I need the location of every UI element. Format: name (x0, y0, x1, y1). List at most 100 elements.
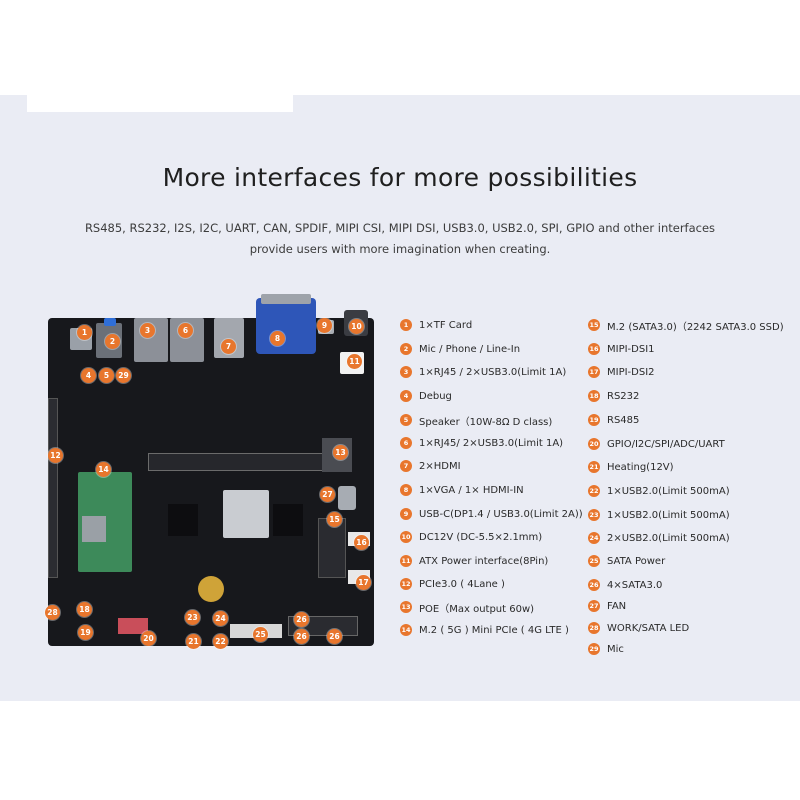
legend-item: 14 M.2 ( 5G ) Mini PCIe ( 4G LTE ) (400, 623, 569, 637)
soc-chip (223, 490, 269, 538)
memory-chip (168, 504, 198, 536)
legend-number-badge: 14 (400, 624, 412, 636)
legend-item: 13 POE（Max output 60w) (400, 600, 535, 615)
legend-number-badge: 13 (400, 601, 412, 613)
legend-number-badge: 12 (400, 578, 412, 590)
legend-number-badge: 6 (400, 437, 412, 449)
board-marker: 29 (116, 368, 131, 383)
board-marker: 10 (349, 319, 364, 334)
board-marker: 13 (333, 445, 348, 460)
board-marker: 4 (81, 368, 96, 383)
legend-label: WORK/SATA LED (607, 622, 690, 634)
legend-label: 1×VGA / 1× HDMI-IN (419, 484, 524, 496)
legend-item: 8 1×VGA / 1× HDMI-IN (400, 483, 524, 497)
mainboard-image: 1 2 3 6 7 8 9 10 4 5 29 11 12 14 13 27 1… (45, 294, 374, 649)
legend-number-badge: 27 (588, 600, 600, 612)
legend-label: PCIe3.0 ( 4Lane ) (419, 578, 505, 590)
board-marker: 15 (327, 512, 342, 527)
board-marker: 20 (141, 631, 156, 646)
legend-item: 23 1×USB2.0(Limit 500mA) (588, 508, 730, 522)
legend-item: 22 1×USB2.0(Limit 500mA) (588, 484, 730, 498)
legend-label: SATA Power (607, 555, 666, 567)
board-marker: 5 (99, 368, 114, 383)
legend-label: M.2 ( 5G ) Mini PCIe ( 4G LTE ) (419, 624, 569, 636)
legend-number-badge: 4 (400, 390, 412, 402)
board-marker: 26 (294, 612, 309, 627)
legend-label: DC12V (DC-5.5×2.1mm) (419, 531, 543, 543)
memory-chip (273, 504, 303, 536)
board-marker: 26 (294, 629, 309, 644)
page-headline: More interfaces for more possibilities (162, 163, 638, 192)
board-marker: 9 (317, 318, 332, 333)
board-marker: 28 (45, 605, 60, 620)
legend-number-badge: 9 (400, 508, 412, 520)
board-marker: 11 (347, 354, 362, 369)
rtc-battery (198, 576, 224, 602)
board-marker: 19 (78, 625, 93, 640)
legend-label: MIPI-DSI1 (607, 343, 655, 355)
legend-number-badge: 1 (400, 319, 412, 331)
legend-label: POE（Max output 60w) (419, 603, 535, 615)
legend-label: Debug (419, 390, 452, 402)
board-marker: 12 (48, 448, 63, 463)
header-tab-strip (27, 95, 293, 112)
legend-number-badge: 10 (400, 531, 412, 543)
board-marker: 7 (221, 339, 236, 354)
legend-item: 24 2×USB2.0(Limit 500mA) (588, 531, 730, 545)
legend-label: Heating(12V) (607, 461, 674, 473)
board-marker: 27 (320, 487, 335, 502)
legend-number-badge: 25 (588, 555, 600, 567)
board-marker: 2 (105, 334, 120, 349)
legend-label: RS232 (607, 390, 640, 402)
legend-number-badge: 11 (400, 555, 412, 567)
pcie-slot (48, 398, 58, 578)
legend-label: 1×USB2.0(Limit 500mA) (607, 509, 730, 521)
legend-label: Speaker（10W-8Ω D class) (419, 416, 553, 428)
legend-number-badge: 2 (400, 343, 412, 355)
legend-number-badge: 20 (588, 438, 600, 450)
legend-label: 1×USB2.0(Limit 500mA) (607, 485, 730, 497)
legend-number-badge: 8 (400, 484, 412, 496)
legend-label: RS485 (607, 414, 640, 426)
legend-number-badge: 3 (400, 366, 412, 378)
board-marker: 26 (327, 629, 342, 644)
legend-label: Mic (607, 643, 624, 655)
legend-item: 4 Debug (400, 389, 452, 403)
legend-item: 10 DC12V (DC-5.5×2.1mm) (400, 530, 542, 544)
legend-label: 2×USB2.0(Limit 500mA) (607, 532, 730, 544)
board-marker: 24 (213, 611, 228, 626)
board-marker: 6 (178, 323, 193, 338)
sodimm-slot (148, 453, 326, 471)
legend-number-badge: 23 (588, 509, 600, 521)
legend-number-badge: 22 (588, 485, 600, 497)
vga-port-frame (261, 294, 311, 304)
legend-number-badge: 24 (588, 532, 600, 544)
legend-label: FAN (607, 600, 627, 612)
legend-label: 1×TF Card (419, 319, 473, 331)
legend-label: MIPI-DSI2 (607, 366, 655, 378)
board-marker: 8 (270, 331, 285, 346)
board-marker: 17 (356, 575, 371, 590)
subheadline-line-1: RS485, RS232, I2S, I2C, UART, CAN, SPDIF… (84, 221, 716, 235)
board-marker: 1 (77, 325, 92, 340)
board-marker: 18 (77, 602, 92, 617)
legend-item: 1 1×TF Card (400, 318, 472, 332)
board-marker: 25 (253, 627, 268, 642)
board-marker: 3 (140, 323, 155, 338)
fan-capacitors (338, 486, 356, 510)
legend-item: 27 FAN (588, 599, 626, 613)
legend-item: 25 SATA Power (588, 554, 665, 568)
